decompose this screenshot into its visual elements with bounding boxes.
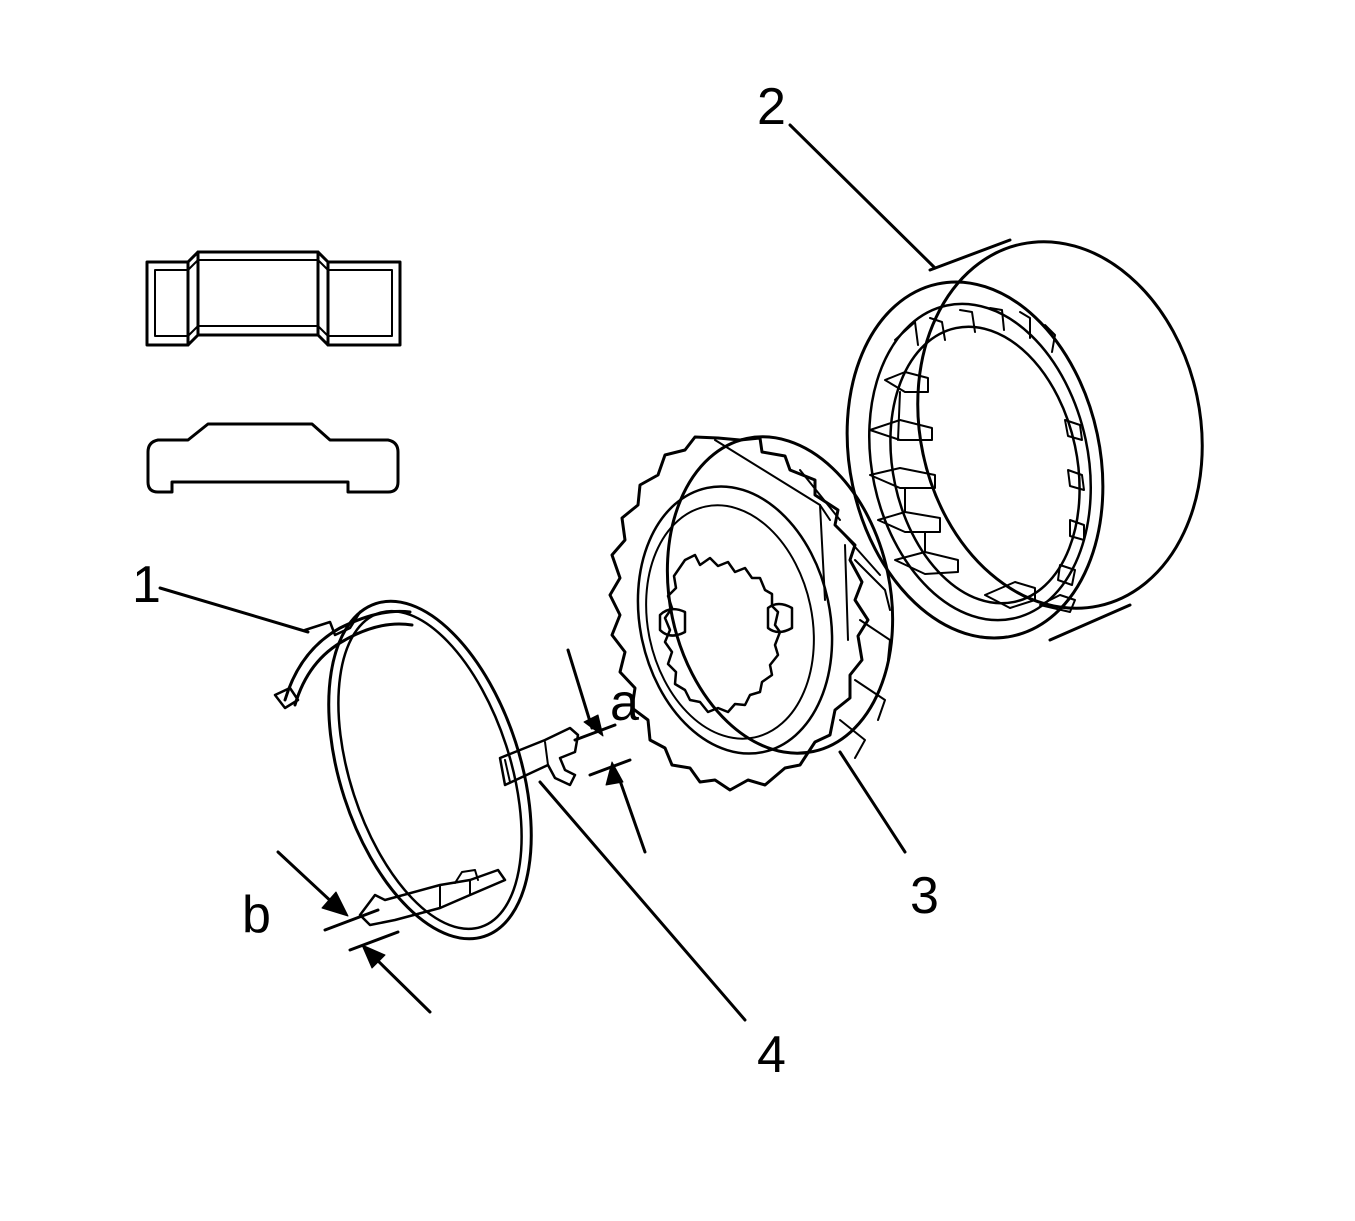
leader-1 xyxy=(158,586,310,634)
callout-1: 1 xyxy=(132,556,161,614)
callout-3: 3 xyxy=(910,867,939,925)
leader-4 xyxy=(538,780,747,1022)
synchronizer-sleeve xyxy=(845,238,1204,642)
synchronizer-hub xyxy=(608,435,895,792)
key-plate-side-view xyxy=(146,422,400,494)
leader-3 xyxy=(838,750,907,854)
callout-4: 4 xyxy=(757,1026,786,1084)
synchronizer-spring-ring xyxy=(273,599,580,941)
dimension-label-a: a xyxy=(610,674,639,732)
leader-lines xyxy=(158,123,937,1022)
callout-2: 2 xyxy=(757,78,786,136)
key-plate-top-view xyxy=(145,250,402,347)
dimension-b xyxy=(276,850,432,1014)
dimension-a xyxy=(566,648,647,854)
dimension-label-b: b xyxy=(242,886,271,944)
leader-2 xyxy=(788,123,937,270)
